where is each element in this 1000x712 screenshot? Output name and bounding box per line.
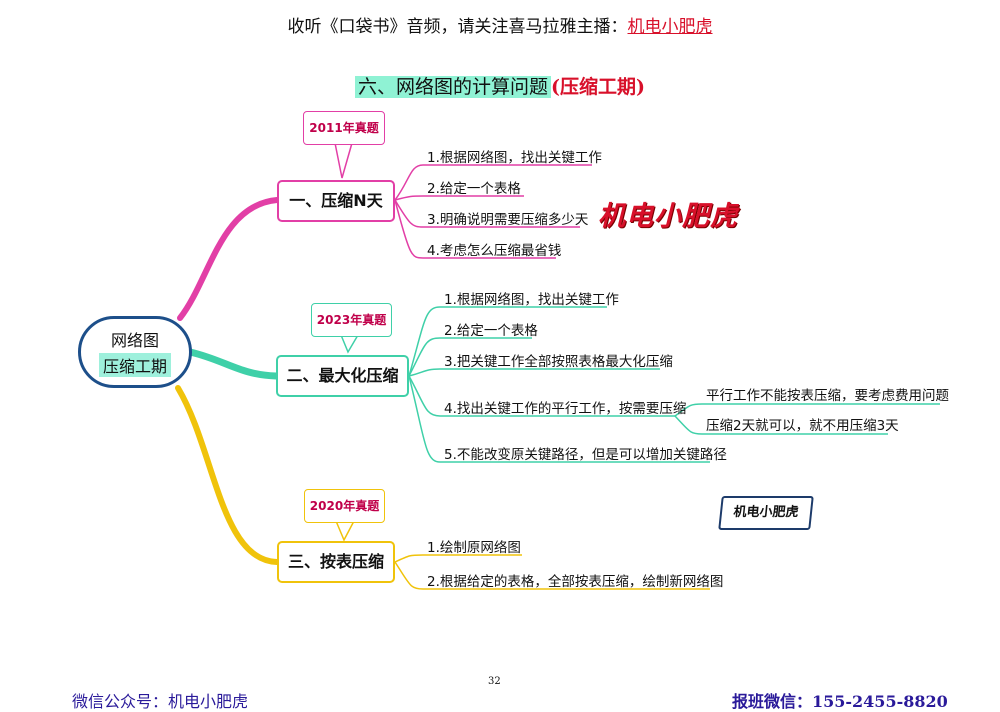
header-anchor-link[interactable]: 机电小肥虎	[627, 17, 713, 37]
callout-tail-1	[334, 142, 353, 179]
watermark-brand-box: 机电小肥虎	[718, 496, 814, 530]
connector-root-b3	[175, 385, 280, 565]
connector-root-b1	[177, 197, 280, 321]
leaf-b2-1: 1.根据网络图，找出关键工作	[444, 292, 619, 308]
footer-contact: 报班微信：155-2455-8820	[732, 692, 948, 711]
root-node[interactable]: 网络图 压缩工期	[78, 316, 192, 388]
callout-tail-3	[335, 520, 355, 542]
leaf-b1-4: 4.考虑怎么压缩最省钱	[427, 243, 562, 259]
leaf-b2-4: 4.找出关键工作的平行工作，按需要压缩	[444, 401, 687, 417]
page-number: 32	[488, 676, 501, 687]
leaf-b2-5: 5.不能改变原关键路径，但是可以增加关键路径	[444, 447, 727, 463]
leaf-b1-3: 3.明确说明需要压缩多少天	[427, 212, 589, 228]
root-label-line2: 压缩工期	[98, 353, 171, 377]
leaf-b1-1: 1.根据网络图，找出关键工作	[427, 150, 602, 166]
leaf-b1-2: 2.给定一个表格	[427, 181, 521, 197]
callout-tail-2	[340, 334, 359, 354]
title-main: 六、网络图的计算问题	[355, 76, 552, 98]
exam-tag-2011: 2011年真题	[303, 111, 385, 145]
root-label-line1: 网络图	[110, 331, 159, 350]
subleaf-b2-4-1: 平行工作不能按表压缩，要考虑费用问题	[706, 388, 949, 404]
page-title: 六、网络图的计算问题(压缩工期)	[0, 72, 1000, 99]
branch-node-1[interactable]: 一、压缩N天	[277, 180, 395, 222]
footer-wechat-account: 微信公众号：机电小肥虎	[72, 692, 249, 711]
exam-tag-2023: 2023年真题	[311, 303, 392, 337]
connector-root-b2	[186, 348, 280, 380]
watermark-brand: 机电小肥虎	[598, 201, 738, 232]
leaf-b2-3: 3.把关键工作全部按照表格最大化压缩	[444, 354, 673, 370]
page-header: 收听《口袋书》音频，请关注喜马拉雅主播：机电小肥虎	[0, 12, 1000, 37]
title-suffix: (压缩工期)	[551, 76, 645, 98]
leaf-b3-2: 2.根据给定的表格，全部按表压缩，绘制新网络图	[427, 574, 724, 590]
branch-node-3[interactable]: 三、按表压缩	[277, 541, 395, 583]
exam-tag-2020: 2020年真题	[304, 489, 385, 523]
header-text: 收听《口袋书》音频，请关注喜马拉雅主播：	[287, 17, 628, 37]
leaf-b2-2: 2.给定一个表格	[444, 323, 538, 339]
leaf-b3-1: 1.绘制原网络图	[427, 540, 521, 556]
subleaf-b2-4-2: 压缩2天就可以，就不用压缩3天	[706, 418, 899, 434]
branch-node-2[interactable]: 二、最大化压缩	[276, 355, 409, 397]
